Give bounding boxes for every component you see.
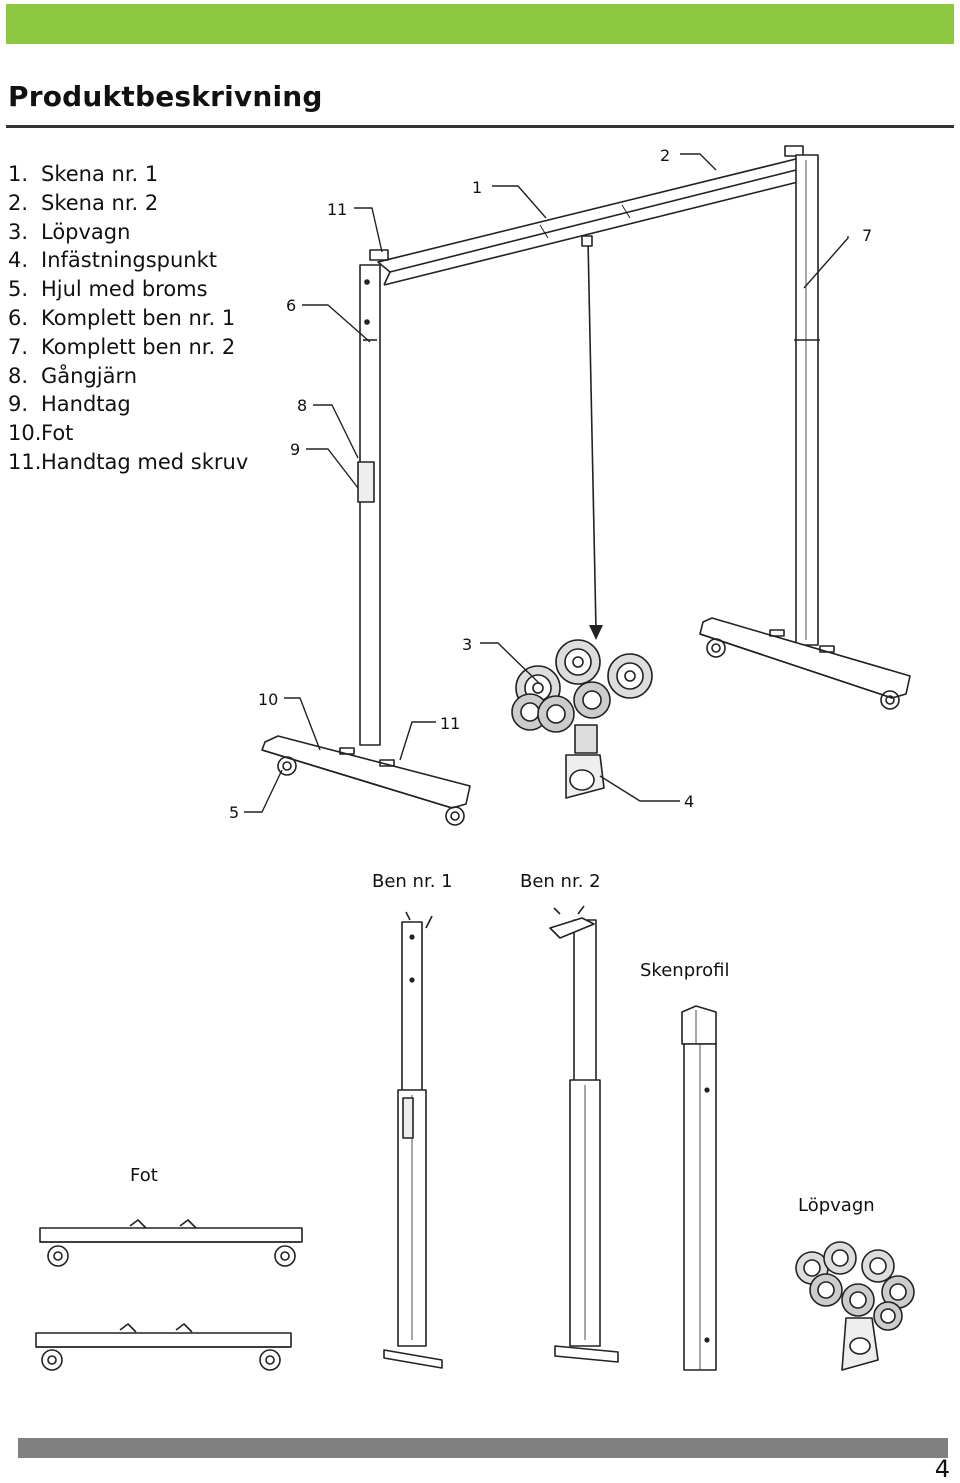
callout-leaders (244, 153, 849, 813)
parts-list-item: 8.Gångjärn (8, 363, 138, 388)
trolley-drawing (511, 639, 653, 799)
leg-1-drawing (359, 264, 381, 746)
leg-1-component-drawing (383, 911, 443, 1369)
callout-11: 11 (440, 714, 460, 733)
parts-list: 1.Skena nr. 1 2.Skena nr. 2 3.Löpvagn 4.… (8, 160, 248, 477)
parts-list-item: 7.Komplett ben nr. 2 (8, 334, 236, 359)
page-number: 4 (934, 1455, 950, 1483)
caption-fot: Fot (130, 1165, 158, 1186)
foot-component-drawing (35, 1219, 303, 1371)
callout-1: 1 (472, 178, 482, 197)
title-divider (6, 125, 954, 128)
callout-4: 4 (684, 792, 694, 811)
callout-11: 11 (327, 200, 347, 219)
callout-3: 3 (462, 635, 472, 654)
parts-list-item: 3.Löpvagn (8, 219, 131, 244)
callout-9: 9 (290, 440, 300, 459)
footer-bar (18, 1438, 948, 1458)
callout-10: 10 (258, 690, 278, 709)
caption-ben-2: Ben nr. 2 (520, 871, 601, 892)
parts-list-item: 10.Fot (8, 421, 74, 446)
parts-list-item: 6.Komplett ben nr. 1 (8, 305, 236, 330)
page-title: Produktbeskrivning (8, 80, 323, 113)
rail-profile-drawing (681, 1005, 717, 1371)
parts-list-item: 9.Handtag (8, 392, 131, 417)
assembled-frame (261, 145, 911, 826)
rail-drawing (377, 157, 813, 273)
trolley-component-drawing (795, 1241, 915, 1371)
callout-5: 5 (229, 803, 239, 822)
parts-list-item: 4.Infästningspunkt (8, 248, 218, 273)
callout-8: 8 (297, 396, 307, 415)
caption-lopvagn: Löpvagn (798, 1195, 875, 1216)
caption-ben-1: Ben nr. 1 (372, 871, 453, 892)
leg-2-component-drawing (549, 905, 619, 1363)
caption-skenprofil: Skenprofil (640, 960, 729, 981)
callout-7: 7 (862, 226, 872, 245)
callout-6: 6 (286, 296, 296, 315)
parts-list-item: 2.Skena nr. 2 (8, 190, 159, 215)
parts-list-item: 11.Handtag med skruv (8, 449, 249, 474)
leg-2-drawing (795, 154, 819, 646)
header-accent-bar (6, 4, 954, 44)
callout-2: 2 (660, 146, 670, 165)
parts-list-item: 1.Skena nr. 1 (8, 162, 159, 186)
callout-labels: 1 2 3 4 5 6 7 8 9 10 11 11 (229, 146, 872, 822)
component-captions: Ben nr. 1 Ben nr. 2 Skenprofil Fot Löpva… (130, 871, 875, 1216)
parts-list-item: 5.Hjul med broms (8, 277, 208, 302)
